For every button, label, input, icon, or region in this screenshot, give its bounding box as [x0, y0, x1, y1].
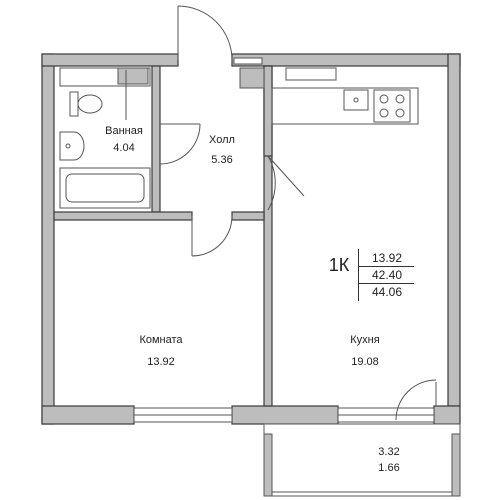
kitchen-sink: [343, 89, 369, 111]
total-area-value: 42.40: [371, 268, 403, 282]
bathtub: [59, 167, 151, 209]
wall-bottom-left: [41, 405, 135, 425]
summary-divider: [358, 249, 359, 301]
wall-left: [41, 53, 55, 425]
summary-rule: [358, 283, 414, 284]
counter: [271, 87, 419, 125]
wall-bottom-right: [433, 405, 461, 425]
walls: [41, 53, 461, 425]
wall-top-left: [41, 53, 179, 67]
wall-room-top-right: [231, 211, 265, 221]
total-area-balcony-value: 44.06: [371, 285, 403, 299]
bathroom-fixtures: [59, 67, 151, 209]
hall-name: Холл: [209, 134, 235, 146]
apartment-type: 1К: [328, 255, 350, 275]
wall-room-top: [53, 211, 193, 221]
doors: [159, 5, 437, 421]
wall-right: [447, 53, 461, 407]
balcony-area-reduced: 1.66: [378, 462, 400, 474]
balcony-area: 3.32: [378, 446, 400, 458]
wall-hall-stub: [263, 65, 273, 157]
kitchen-fixtures: [239, 67, 419, 125]
area-summary: 1К 13.92 42.40 44.06: [324, 247, 416, 303]
toilet-bowl: [77, 94, 103, 114]
living-room-name: Комната: [139, 334, 183, 346]
windows: [133, 57, 435, 423]
vent-box: [239, 67, 265, 89]
stove: [373, 89, 411, 123]
wall-bathroom-right: [151, 65, 161, 213]
wall-bottom-pier: [231, 405, 339, 425]
summary-rule: [358, 266, 414, 267]
living-room-area: 13.92: [147, 356, 175, 368]
window-bathroom: [233, 57, 263, 65]
kitchen-name: Кухня: [350, 334, 380, 346]
sink: [59, 131, 85, 161]
balcony: [263, 423, 461, 497]
toilet-tank: [69, 91, 79, 117]
living-area-value: 13.92: [371, 251, 403, 265]
kitchen-area: 19.08: [351, 356, 379, 368]
bathroom-name: Ванная: [105, 125, 143, 137]
wall-top-right: [231, 53, 461, 67]
bathroom-area: 4.04: [113, 142, 135, 154]
hall-area: 5.36: [211, 154, 233, 166]
shelf: [59, 67, 151, 87]
